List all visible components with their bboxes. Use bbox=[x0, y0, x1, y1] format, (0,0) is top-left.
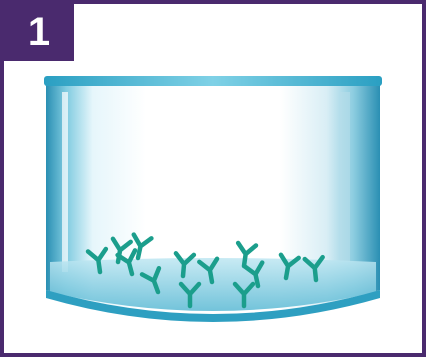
glass-highlight bbox=[62, 92, 68, 272]
dish-rim bbox=[44, 76, 382, 86]
petri-dish-illustration bbox=[4, 4, 422, 353]
glass-shade bbox=[340, 92, 350, 262]
